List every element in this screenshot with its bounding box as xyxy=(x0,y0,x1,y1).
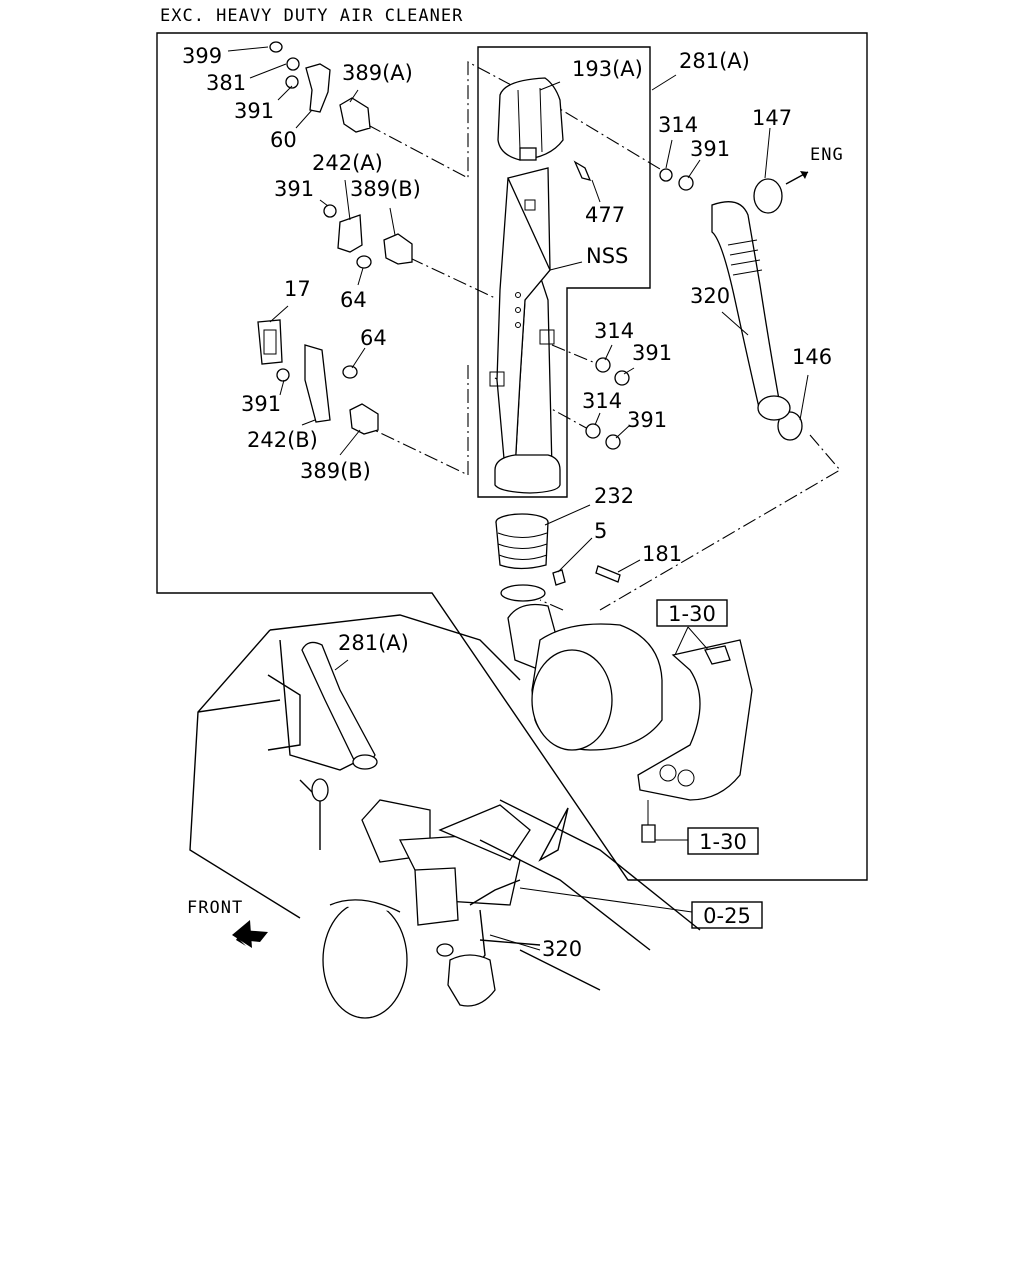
label-314-c: 314 xyxy=(582,389,622,413)
intake-tube xyxy=(489,167,561,494)
label-242b: 242(B) xyxy=(247,428,318,452)
label-389b-bot: 389(B) xyxy=(300,459,371,483)
label-17: 17 xyxy=(284,277,311,301)
label-60: 60 xyxy=(270,128,297,152)
bellow-232 xyxy=(495,513,621,602)
label-146: 146 xyxy=(792,345,832,369)
label-320-top: 320 xyxy=(690,284,730,308)
label-320-bot: 320 xyxy=(542,937,582,961)
ref-1-30-top-leader xyxy=(674,626,711,656)
ref-1-30-bot-leader xyxy=(647,800,688,841)
label-64-a: 64 xyxy=(340,288,367,312)
label-391-f: 391 xyxy=(627,408,667,432)
detail-frame xyxy=(156,32,868,881)
label-391-e: 391 xyxy=(241,392,281,416)
label-front: FRONT xyxy=(187,898,243,918)
bracket-242b xyxy=(257,319,379,435)
bolt-1-30-top xyxy=(704,645,731,665)
label-281a-bot: 281(A) xyxy=(338,631,409,655)
ref-0-25-leader xyxy=(519,887,693,913)
ref-box-0-25[interactable] xyxy=(691,901,763,929)
bracket-242a xyxy=(323,204,413,269)
label-281a-top: 281(A) xyxy=(679,49,750,73)
label-181: 181 xyxy=(642,542,682,566)
label-232: 232 xyxy=(594,484,634,508)
ref-1-30-bot-text: 1-30 xyxy=(699,830,747,854)
snorkel-cap xyxy=(497,77,564,161)
label-eng: ENG xyxy=(810,145,844,165)
part-labels: 399 381 391 60 389(A) 193(A) 281(A) 314 … xyxy=(182,44,844,961)
hose-320 xyxy=(711,171,809,441)
bolt-477 xyxy=(573,160,592,181)
hardware-top-left xyxy=(269,41,371,133)
ref-1-30-top-text: 1-30 xyxy=(668,602,716,626)
label-193a: 193(A) xyxy=(572,57,643,81)
label-314-a: 314 xyxy=(658,113,698,137)
ref-box-1-30-top[interactable] xyxy=(656,599,728,627)
label-147: 147 xyxy=(752,106,792,130)
label-391-a: 391 xyxy=(234,99,274,123)
label-391-b: 391 xyxy=(690,137,730,161)
label-64-b: 64 xyxy=(360,326,387,350)
label-389a: 389(A) xyxy=(342,61,413,85)
assembly-frame xyxy=(477,46,651,498)
label-389b-top: 389(B) xyxy=(350,177,421,201)
air-cleaner xyxy=(507,603,753,801)
label-399: 399 xyxy=(182,44,222,68)
washers-nuts xyxy=(585,168,694,450)
label-5: 5 xyxy=(594,519,607,543)
label-314-b: 314 xyxy=(594,319,634,343)
ref-box-1-30-bot[interactable] xyxy=(687,827,759,855)
label-leaders xyxy=(227,46,809,951)
ref-0-25-text: 0-25 xyxy=(703,904,751,928)
label-nss: NSS xyxy=(586,244,628,268)
label-381: 381 xyxy=(206,71,246,95)
label-242a: 242(A) xyxy=(312,151,383,175)
label-477: 477 xyxy=(585,203,625,227)
label-391-d: 391 xyxy=(632,341,672,365)
diagram-title: EXC. HEAVY DUTY AIR CLEANER xyxy=(160,6,463,26)
label-391-c: 391 xyxy=(274,177,314,201)
bolt-1-30-bot xyxy=(641,824,656,843)
truck-overview xyxy=(189,614,701,1019)
